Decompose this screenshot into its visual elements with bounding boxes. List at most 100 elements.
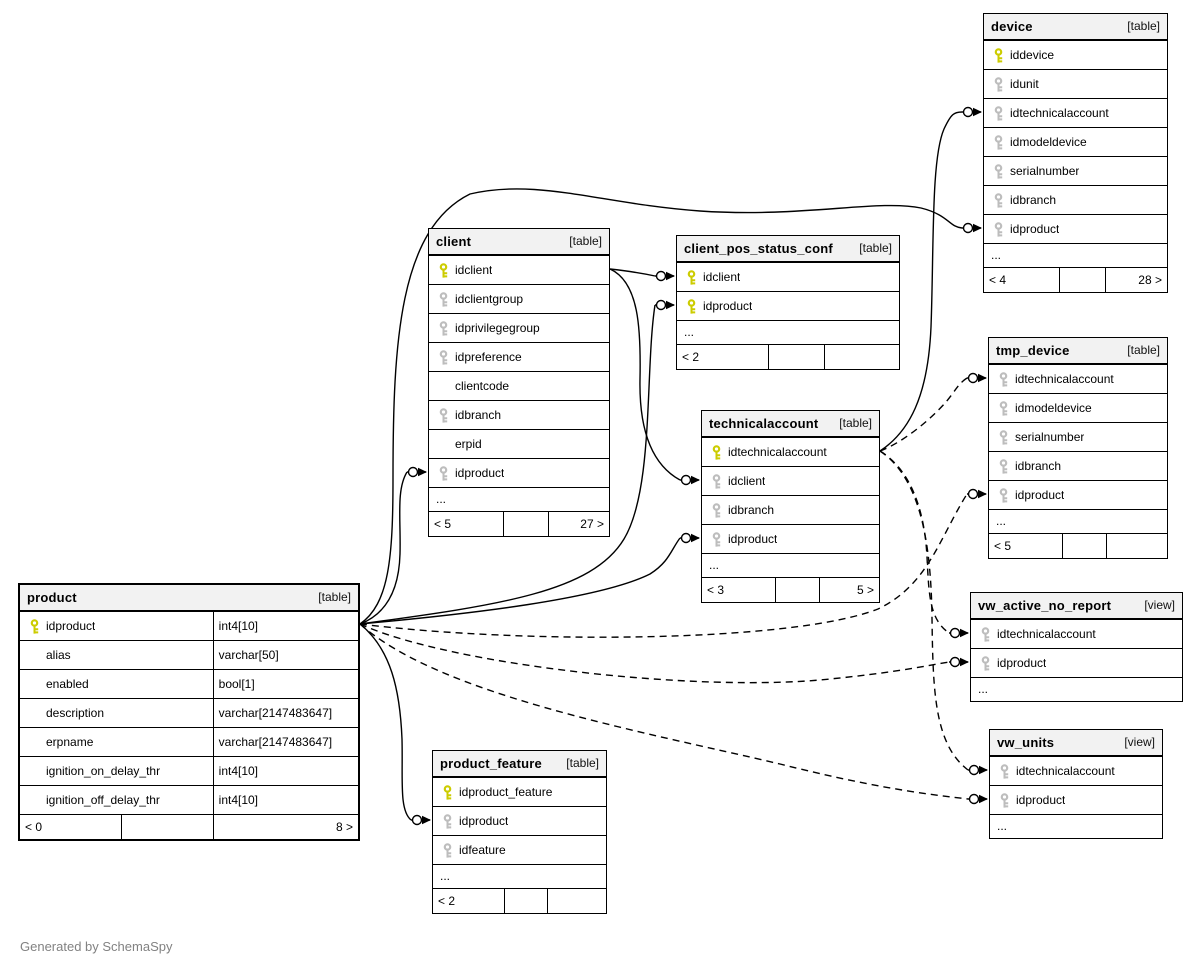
foreign-key-icon [994,76,1002,92]
primary-key-icon [30,618,38,634]
foreign-key-icon [994,163,1002,179]
column-row-idproduct: idproduct [429,458,609,487]
foreign-key-icon [981,626,989,642]
foreign-key-icon [443,842,451,858]
column-row-idunit: idunit [984,69,1167,98]
foreign-key-icon [439,407,447,423]
column-row-idproduct: idproduct [989,480,1167,509]
column-row-idproduct: idproduct [984,214,1167,243]
foreign-key-icon [994,192,1002,208]
column-name: idproduct [1010,222,1060,236]
column-name: idproduct [728,532,778,546]
table-kind-badge: [view] [1144,598,1175,612]
table-header[interactable]: tmp_device[table] [989,338,1167,365]
relation-technicalaccount-idtechnicalaccount-to-device-idtechnicalaccount [879,106,982,452]
parent-count: < 3 [707,583,725,597]
table-kind-badge: [table] [566,756,599,770]
column-name: idproduct [46,619,96,633]
foreign-key-icon [999,487,1007,503]
column-name: idtechnicalaccount [1016,764,1115,778]
column-row-iddevice: iddevice [984,41,1167,69]
table-header[interactable]: vw_units[view] [990,730,1162,757]
column-row-serialnumber: serialnumber [989,422,1167,451]
fk-circle-terminator [962,222,974,234]
foreign-key-icon [712,531,720,547]
column-name: alias [46,648,71,662]
table-header[interactable]: device[table] [984,14,1167,41]
fk-circle-terminator [411,814,423,826]
column-row-idclientgroup: idclientgroup [429,284,609,313]
table-kind-badge: [table] [859,241,892,255]
column-name: idtechnicalaccount [728,445,827,459]
footer-spacer [774,578,819,602]
table-header[interactable]: product[table] [20,585,358,612]
fk-circle-terminator [655,299,667,311]
table-title: client [436,234,472,249]
column-name: idbranch [1015,459,1062,473]
fk-arrowhead [666,271,675,281]
table-header[interactable]: client_pos_status_conf[table] [677,236,899,263]
more-columns-ellipsis: ... [971,677,1182,701]
foreign-key-icon [999,458,1007,474]
table-header[interactable]: product_feature[table] [433,751,606,778]
fk-arrowhead [691,533,700,543]
column-row-idtechnicalaccount: idtechnicalaccount [702,438,879,466]
primary-key-icon [712,444,720,460]
foreign-key-icon [439,320,447,336]
column-name: description [46,706,105,720]
column-name: serialnumber [1010,164,1080,178]
relation-client-idclient-to-technicalaccount-idclient [609,268,700,486]
column-type: bool[1] [212,670,358,698]
fk-circle-terminator [967,372,979,384]
parent-count: < 0 [25,820,43,834]
fk-circle-terminator [968,764,980,776]
relation-count-footer: < 2 [433,888,606,913]
fk-circle-terminator [967,488,979,500]
column-row-idproduct: idproduct [702,524,879,553]
column-name: idproduct [455,466,505,480]
table-header[interactable]: technicalaccount[table] [702,411,879,438]
table-node-vw_active_no_report[interactable]: vw_active_no_report[view]idtechnicalacco… [970,592,1183,702]
table-node-technicalaccount[interactable]: technicalaccount[table] idtechnicalaccoun… [701,410,880,603]
column-row-idfeature: idfeature [433,835,606,864]
primary-key-icon [687,298,695,314]
more-columns-ellipsis: ... [984,243,1167,267]
parent-count: < 5 [994,539,1012,553]
footer-spacer [768,345,824,369]
foreign-key-icon [439,291,447,307]
column-name: idtechnicalaccount [1015,372,1114,386]
primary-key-icon [994,47,1002,63]
table-title: vw_units [997,735,1055,750]
column-row-idclient: idclient [429,256,609,284]
column-row-idproduct: idproduct [677,291,899,320]
column-name: idproduct [997,656,1047,670]
fk-circle-terminator [407,466,419,478]
relation-product-idproduct-to-vw_units-idproduct [359,623,988,805]
fk-circle-terminator [680,532,692,544]
foreign-key-icon [712,502,720,518]
fk-arrowhead [418,467,427,477]
fk-arrowhead [979,794,988,804]
column-name: idmodeldevice [1010,135,1087,149]
fk-arrowhead [691,475,700,485]
relation-client-idclient-to-client_pos_status_conf-idclient [609,268,675,282]
table-header[interactable]: vw_active_no_report[view] [971,593,1182,620]
child-count [547,889,606,913]
footer-spacer [1061,534,1107,558]
table-header[interactable]: client[table] [429,229,609,256]
column-row-idproduct: idproduct [990,785,1162,814]
column-name: idclientgroup [455,292,524,306]
more-columns-ellipsis: ... [677,320,899,344]
table-node-vw_units[interactable]: vw_units[view] idtechnicalaccount idproduc… [989,729,1163,839]
column-row-idproduct: idproduct [433,806,606,835]
column-row-idtechnicalaccount: idtechnicalaccount [971,620,1182,648]
column-name: idbranch [455,408,502,422]
